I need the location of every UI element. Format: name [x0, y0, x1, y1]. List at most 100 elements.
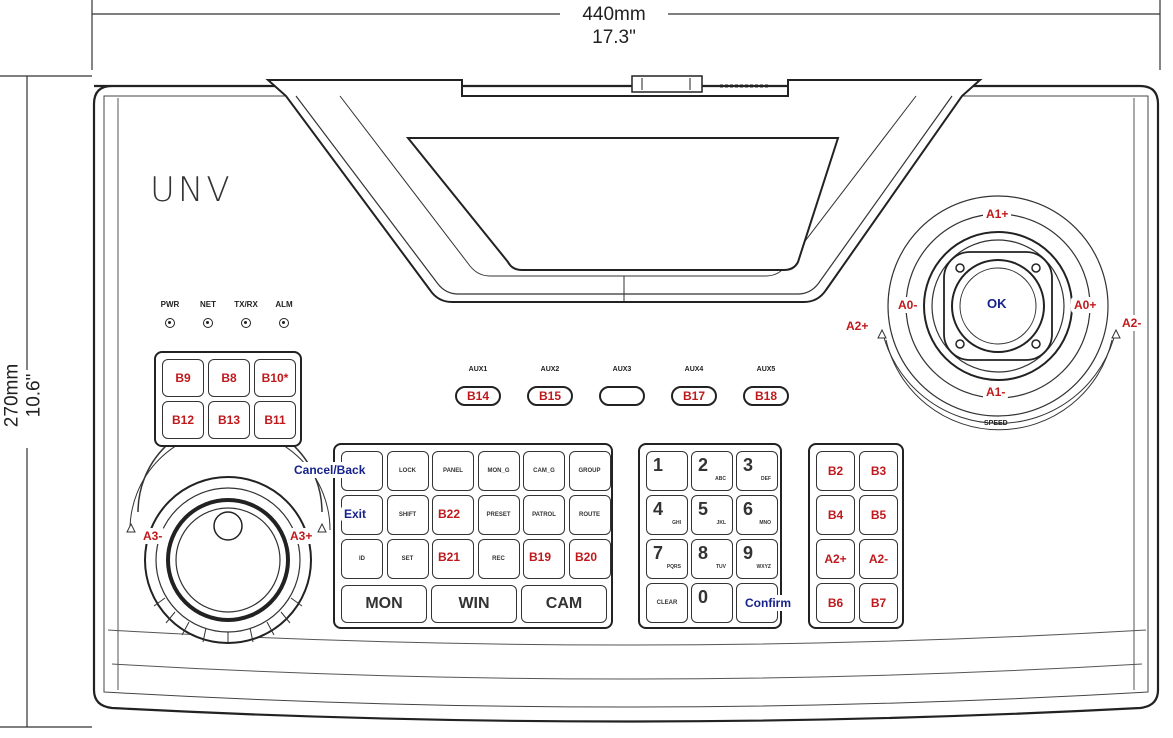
- jog-shuttle-dial[interactable]: [168, 500, 288, 620]
- key-tag: B18: [754, 389, 777, 403]
- function-key[interactable]: B4: [816, 495, 855, 535]
- key-letters: ABC: [715, 476, 726, 482]
- function-key[interactable]: ID: [341, 539, 383, 579]
- function-key[interactable]: B8: [208, 359, 250, 397]
- led-label: NET: [200, 300, 216, 309]
- key-tag: B4: [824, 507, 847, 523]
- function-key[interactable]: A2+: [816, 539, 855, 579]
- function-key[interactable]: B11: [254, 401, 296, 439]
- function-key[interactable]: SET: [386, 539, 429, 579]
- key-label: REC: [492, 556, 505, 562]
- key-digit: 9: [743, 543, 754, 563]
- aux-key[interactable]: B17: [671, 386, 717, 406]
- function-key[interactable]: A2-: [859, 539, 898, 579]
- key-tag: B2: [824, 463, 847, 479]
- key-tag: A2-: [865, 551, 892, 567]
- function-key[interactable]: B2: [816, 451, 855, 491]
- led-label: ALM: [275, 300, 293, 309]
- ok-label: OK: [984, 296, 1010, 312]
- function-key[interactable]: CAM_G: [523, 451, 565, 491]
- key-label: CAM_G: [533, 468, 555, 474]
- mode-key[interactable]: WIN: [431, 585, 517, 623]
- function-key[interactable]: B10*: [254, 359, 296, 397]
- numpad-key[interactable]: 1: [646, 451, 688, 491]
- mode-key[interactable]: CAM: [521, 585, 607, 623]
- aux-label: AUX3: [612, 366, 632, 373]
- mode-key[interactable]: MON: [341, 585, 427, 623]
- aux-label: AUX5: [756, 366, 776, 373]
- function-key[interactable]: B5: [859, 495, 898, 535]
- aux-key[interactable]: B18: [743, 386, 789, 406]
- function-key[interactable]: PATROL: [523, 495, 565, 535]
- aux-label: AUX2: [540, 366, 560, 373]
- key-digit: 1: [653, 455, 664, 475]
- led-label: TX/RX: [234, 300, 258, 309]
- function-key[interactable]: B12: [162, 401, 204, 439]
- function-key[interactable]: MON_G: [477, 451, 520, 491]
- led-label: PWR: [160, 300, 180, 309]
- key-tag: B3: [867, 463, 890, 479]
- a3-plus-label: A3+: [287, 528, 316, 544]
- function-key[interactable]: B6: [816, 583, 855, 623]
- aux-key[interactable]: [599, 386, 645, 406]
- aux-key[interactable]: B15: [527, 386, 573, 406]
- key-tag: B14: [466, 389, 489, 403]
- numpad-key[interactable]: 0: [691, 583, 733, 623]
- key-tag-b19: B19: [526, 549, 555, 565]
- function-key[interactable]: B13: [208, 401, 250, 439]
- function-key[interactable]: LOCK: [386, 451, 429, 491]
- aux-label: AUX1: [468, 366, 488, 373]
- key-digit: 7: [653, 543, 664, 563]
- key-tag: B8: [218, 370, 240, 386]
- status-led: [203, 318, 213, 328]
- height-in-label: 10.6": [23, 373, 45, 418]
- function-key[interactable]: PANEL: [432, 451, 474, 491]
- key-tag: B10*: [258, 370, 292, 386]
- key-tag-b21: B21: [435, 549, 464, 565]
- key-label: PRESET: [486, 512, 511, 518]
- key-digit: 5: [698, 499, 709, 519]
- confirm-label: Confirm: [742, 595, 794, 611]
- key-tag: B6: [824, 595, 847, 611]
- function-key[interactable]: REC: [477, 539, 520, 579]
- key-digit: 4: [653, 499, 664, 519]
- speed-label: SPEED: [984, 420, 1008, 427]
- function-key[interactable]: PRESET: [477, 495, 520, 535]
- function-key[interactable]: SHIFT: [386, 495, 429, 535]
- numpad-key[interactable]: CLEAR: [646, 583, 688, 623]
- key-letters: DEF: [761, 476, 771, 482]
- key-letters: MNO: [759, 520, 771, 526]
- aux-key[interactable]: B14: [455, 386, 501, 406]
- function-key[interactable]: B7: [859, 583, 898, 623]
- key-label: ROUTE: [579, 512, 600, 518]
- key-tag-cancel: Cancel/Back: [291, 462, 369, 478]
- function-key[interactable]: B9: [162, 359, 204, 397]
- function-key[interactable]: GROUP: [568, 451, 611, 491]
- key-tag: A2+: [821, 551, 850, 567]
- key-label: LOCK: [399, 468, 416, 474]
- key-letters: WXYZ: [756, 564, 771, 570]
- ptz-joystick[interactable]: [944, 252, 1052, 360]
- aux-label: AUX4: [684, 366, 704, 373]
- key-tag: B15: [538, 389, 561, 403]
- a1-plus-label: A1+: [983, 206, 1012, 222]
- key-digit: 8: [698, 543, 709, 563]
- width-mm-label: 440mm: [582, 4, 646, 25]
- key-tag: B7: [867, 595, 890, 611]
- function-key[interactable]: ROUTE: [568, 495, 611, 535]
- key-tag: B12: [168, 412, 197, 428]
- function-key[interactable]: B3: [859, 451, 898, 491]
